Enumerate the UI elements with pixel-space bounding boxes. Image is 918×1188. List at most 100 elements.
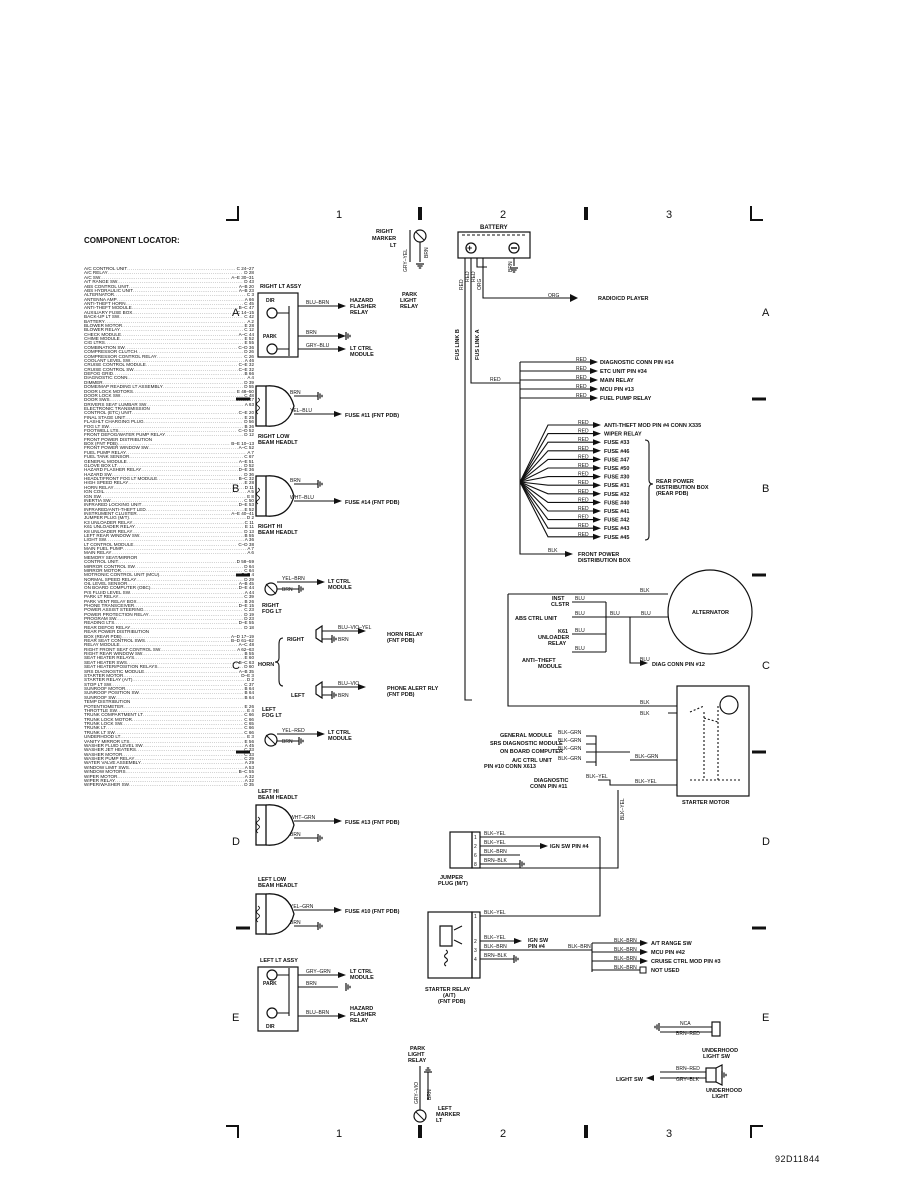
locator-grid-ref: D–E 53 xyxy=(238,503,254,508)
rear-feed-wire xyxy=(519,467,593,483)
locator-grid-ref: A–E 40–41 xyxy=(231,512,254,516)
locator-component-name: HORN RELAY xyxy=(84,485,114,490)
rear-feed-wire xyxy=(519,424,593,483)
locator-row: DRIVERS SEAT LUMBAR SWA 63 xyxy=(84,403,254,407)
locator-row: HAZARD FLASHER RELAYD–E 36 xyxy=(84,468,254,472)
locator-row: BATTERYA 2 xyxy=(84,320,254,324)
locator-row: UNDERHOOD LTE 3 xyxy=(84,735,254,739)
hazard-flasher-relay-r-1: HAZARD xyxy=(350,298,373,304)
feed-arrow xyxy=(593,473,601,480)
rear-feed-wire xyxy=(519,458,593,483)
locator-component-name: FRONT DEFOG/WATER PUMP RELAY xyxy=(84,433,166,438)
locator-row: WASHER MOTORC 33 xyxy=(84,753,254,757)
locator-grid-ref: E 28 xyxy=(244,481,254,486)
locator-row: PARK LT RELAYC 39 xyxy=(84,595,254,599)
locator-component-name: CRUISE CONTROL MODULE xyxy=(84,363,146,368)
locator-row: K61 UNLOADER RELAYE 11 xyxy=(84,525,254,529)
locator-grid-ref: B 55 xyxy=(244,652,254,656)
locator-component-name: ON BOARD COMPUTER (OBC) xyxy=(84,586,151,591)
sr-pin-2: 2 xyxy=(474,939,477,945)
locator-component-name: K3 UNLOADER RELAY xyxy=(84,520,133,525)
left-fog-light: LEFT FOG LT YEL–RED BRN LT CTRL MODULE xyxy=(262,707,352,747)
locator-row: INSTRUMENT CLUSTERA–E 40–41 xyxy=(84,512,254,516)
sr-pin-1: 1 xyxy=(474,914,477,920)
locator-component-name: MEMORY SEAT/MIRROR xyxy=(84,555,138,560)
locator-component-name: FRONT POWER WINDOW SW xyxy=(84,446,149,451)
locator-component-name: TRUNK LOCK SW xyxy=(84,722,123,726)
locator-grid-ref: A–E 51 xyxy=(238,459,254,464)
feed-arrow xyxy=(593,490,601,497)
locator-component-name: TRUNK LT xyxy=(84,726,107,731)
locator-component-name: PROGRAM SW xyxy=(84,617,117,621)
wire-gry-yel: GRY–YEL xyxy=(403,249,409,272)
wire-blk-brn-feed: BLK–BRN xyxy=(614,965,637,971)
left-fog-lt-1: LEFT xyxy=(262,707,276,713)
lt-ctrl-module-l-2: MODULE xyxy=(350,975,374,981)
locator-row: MIRROR MOTORC 64 xyxy=(84,569,254,573)
ac-ctrl-unit-2: PIN #10 CONN X613 xyxy=(484,764,536,770)
col-label-2: 2 xyxy=(500,209,506,221)
right-fog-light: YEL–BRN BRN LT CTRL MODULE RIGHT FOG LT xyxy=(262,576,352,615)
locator-row: RELAY MODULEA–C 48 xyxy=(84,643,254,647)
locator-row: SEAT HEATER/POSITION RELAYSD 60 xyxy=(84,665,254,669)
locator-row: ON BOARD COMPUTER (OBC)D–E 44 xyxy=(84,586,254,590)
locator-grid-ref: A–D 17–19 xyxy=(231,634,254,639)
locator-component-name: POWER ASSIST STEERING xyxy=(84,608,144,613)
wire-blu-vio: BLU–VIO xyxy=(338,681,359,687)
row-label-d-right: D xyxy=(762,836,770,848)
locator-grid-ref: A 45 xyxy=(244,743,254,748)
locator-row: WIPER/WASHER SWD 35 xyxy=(84,783,254,787)
rear-feed-label: ANTI-THEFT MOD PIN #4 CONN X335 xyxy=(604,423,701,429)
starter-motor: BLK BLK STARTER MOTOR BLK–GRN BLK–YEL xyxy=(630,685,750,806)
left-marker-lt-2: MARKER xyxy=(436,1112,460,1118)
right-low-beam-1: RIGHT LOW xyxy=(258,434,290,440)
battery-label: BATTERY xyxy=(480,225,508,231)
locator-component-name: LIGHT SW xyxy=(84,538,107,543)
locator-row: BLOWER MOTORE 28 xyxy=(84,324,254,328)
underhood-light-2: LIGHT xyxy=(712,1094,729,1100)
locator-component-name: HEADLT/FRONT FOG LT MODULE xyxy=(84,477,158,481)
locator-grid-ref: A 7 xyxy=(247,547,254,551)
row-label-b-right: B xyxy=(762,483,769,495)
horn-relay-1: HORN RELAY xyxy=(387,632,423,638)
locator-row: ABS HYDRAULIC UNITA–B 23 xyxy=(84,289,254,293)
rear-feed-label: FUSE #45 xyxy=(604,535,629,541)
locator-component-name: RIGHT FRONT SEAT CONTROL SW xyxy=(84,647,161,652)
frame-corners xyxy=(226,206,766,1138)
left-hi-beam-headlight: LEFT HI BEAM HEADLT WHT–GRN BRN FUSE #13… xyxy=(255,789,400,846)
locator-grid-ref: D 28 xyxy=(244,271,254,276)
locator-grid-ref: A 4 xyxy=(247,376,254,381)
locator-row: FLASHLT CHARGING PLUGD 56 xyxy=(84,420,254,424)
locator-component-name: HIGH SPEED RELAY xyxy=(84,481,129,486)
locator-component-name: BATTERY xyxy=(84,319,105,324)
locator-row: POTENTIOMETERE 26 xyxy=(84,705,254,709)
wire-blu-5: BLU xyxy=(575,628,585,634)
locator-grid-ref: A–B 20 xyxy=(238,284,254,289)
locator-grid-ref: B–C 55 xyxy=(238,770,254,775)
wire-red-rear: RED xyxy=(578,497,589,503)
wire-gry-blk: GRY–BLK xyxy=(676,1077,700,1083)
locator-component-name: TEMP DISTRIBUTION xyxy=(84,700,131,705)
locator-grid-ref: E 56 xyxy=(244,739,254,744)
col-label-3: 3 xyxy=(666,209,672,221)
locator-component-name: READING LTS xyxy=(84,621,115,626)
dir-label-right: DIR xyxy=(266,298,275,304)
wire-gry-grn: GRY–GRN xyxy=(306,969,331,975)
locator-grid-ref: C 66 xyxy=(244,726,254,731)
locator-component-name: CRUISE CONTROL SW xyxy=(84,367,134,372)
locator-grid-ref: A 5 xyxy=(247,490,254,495)
locator-row: LT CONTROL MODULEC–D 38 xyxy=(84,543,254,547)
locator-grid-ref: A 32 xyxy=(244,774,254,779)
locator-grid-ref: C 65 xyxy=(244,722,254,726)
hazard-flasher-relay-l-3: RELAY xyxy=(350,1018,368,1024)
locator-row: RIGHT REAR WINDOW SWB 55 xyxy=(84,652,254,656)
wire-blk-grn-4: BLK–GRN xyxy=(558,756,582,762)
locator-grid-ref: A 29 xyxy=(244,761,254,766)
wire-brn-lla: BRN xyxy=(306,981,317,987)
lt-ctrl-module-r-2: MODULE xyxy=(350,352,374,358)
abs-ctrl-unit: ABS CTRL UNIT xyxy=(515,616,558,622)
locator-component-name: COMPRESSOR CLUTCH xyxy=(84,350,138,355)
rear-feed-label: FUSE #30 xyxy=(604,475,629,481)
locator-component-name: WIPER RELAY xyxy=(84,778,116,783)
